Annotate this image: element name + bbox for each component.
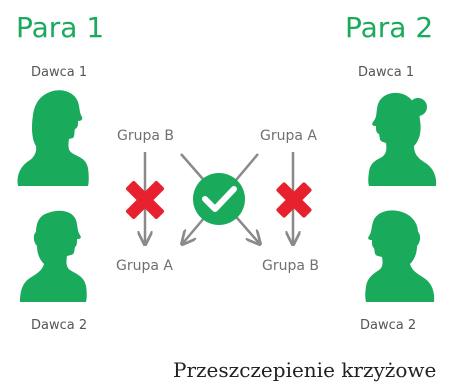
- person-silhouette-icon: [20, 210, 87, 302]
- red-x-icon: [276, 182, 312, 218]
- caption: Przeszczepienie krzyżowe: [173, 358, 437, 382]
- pair-2-title: Para 2: [345, 11, 434, 44]
- pair-1-donor-1-label: Dawca 1: [31, 65, 88, 80]
- pair-2-donor-1-label: Dawca 1: [358, 65, 415, 80]
- pair-2-donor-2-label: Dawca 2: [360, 318, 417, 333]
- green-check-icon: [193, 173, 245, 225]
- person-silhouette-icon: [17, 90, 89, 186]
- group-label-top-left: Grupa B: [117, 128, 174, 144]
- group-label-bottom-right: Grupa B: [262, 258, 319, 274]
- group-label-top-right: Grupa A: [260, 128, 317, 144]
- pair-1-donor-2-label: Dawca 2: [31, 318, 88, 333]
- pair-1-title: Para 1: [16, 11, 105, 44]
- person-silhouette-icon: [368, 92, 437, 186]
- person-silhouette-icon: [365, 210, 435, 302]
- group-label-bottom-left: Grupa A: [116, 258, 173, 274]
- red-x-icon: [126, 181, 164, 219]
